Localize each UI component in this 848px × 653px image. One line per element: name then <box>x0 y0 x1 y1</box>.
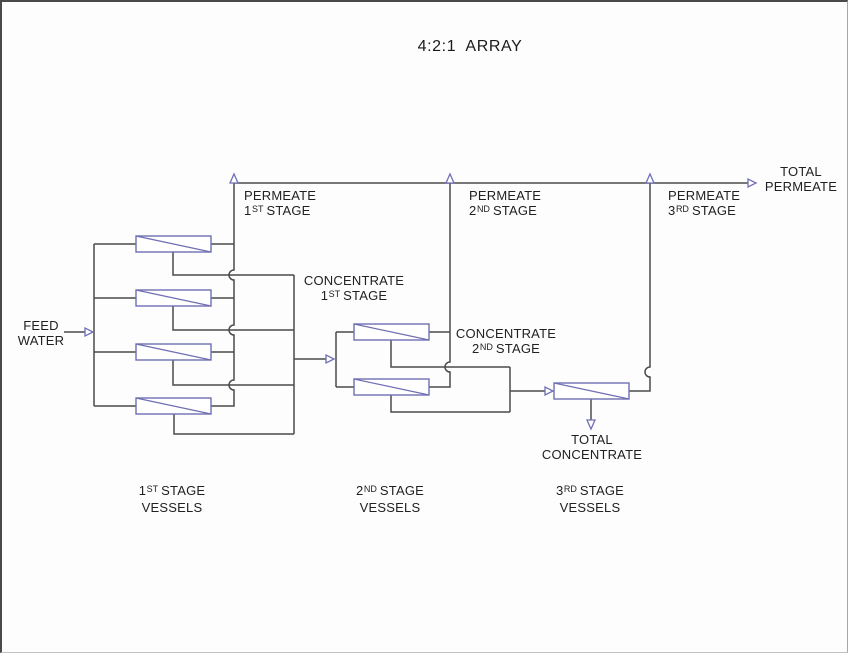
stage2-piping <box>335 183 545 413</box>
total-concentrate-line2: CONCENTRATE <box>541 447 643 462</box>
feed-arrow-icon <box>84 326 95 338</box>
permeate2-up-arrow-icon <box>444 172 456 184</box>
permeate1-line1: PERMEATE <box>244 188 317 203</box>
stage2-feed-manifold <box>335 331 354 388</box>
vessel-stage1-1-diagonal <box>135 235 212 253</box>
stage2-permeate-riser <box>429 183 451 388</box>
total-permeate-arrow-icon <box>747 177 758 189</box>
stage1-permeate-riser <box>211 183 235 407</box>
stage1-feed-branches <box>94 243 136 407</box>
stage3-vessels-line2: VESSELS <box>559 500 621 515</box>
total-concentrate-line1: TOTAL <box>571 432 613 447</box>
stage2-feed-arrow-icon <box>325 353 336 365</box>
vessel-stage2-2-diagonal <box>353 378 430 396</box>
stage2-vessels <box>353 323 430 396</box>
stage3-feed-arrow-icon <box>544 385 555 397</box>
concentrate2-line1: CONCENTRATE <box>455 326 557 341</box>
total-permeate-label: TOTAL PERMEATE <box>755 164 847 194</box>
stage3-permeate-riser <box>629 183 651 392</box>
stage1-concentrate-branches <box>172 252 294 435</box>
permeate3-up-arrow-icon <box>644 172 656 184</box>
total-concentrate-arrow-icon <box>585 419 597 431</box>
stage3-piping <box>590 183 651 420</box>
vessel-stage1-4-diagonal <box>135 397 212 415</box>
stage3-vessels <box>553 382 630 400</box>
permeate3-line1: PERMEATE <box>668 188 741 203</box>
flow-arrows <box>84 172 758 431</box>
feed-water-line2: WATER <box>17 333 65 348</box>
feed-water-line1: FEED <box>23 318 59 333</box>
total-concentrate-label: TOTAL CONCENTRATE <box>532 432 652 462</box>
stage1-piping <box>64 183 326 435</box>
stage2-vessels-line2: VESSELS <box>359 500 421 515</box>
vessel-stage2-1-diagonal <box>353 323 430 341</box>
total-permeate-line2: PERMEATE <box>764 179 838 194</box>
concentrate1-line1: CONCENTRATE <box>303 273 405 288</box>
vessel-stage3-1-diagonal <box>553 382 630 400</box>
diagram-title: 4:2:1 ARRAY <box>417 38 523 55</box>
stage2-concentrate-branches <box>390 340 510 413</box>
permeate2-line1: PERMEATE <box>469 188 542 203</box>
total-permeate-line1: TOTAL <box>780 164 822 179</box>
stage1-vessels-line2: VESSELS <box>141 500 203 515</box>
permeate1-up-arrow-icon <box>228 172 240 184</box>
stage1-permeate-branches <box>211 243 234 353</box>
vessel-stage1-3-diagonal <box>135 343 212 361</box>
vessel-stage1-2-diagonal <box>135 289 212 307</box>
feed-water-label: FEED WATER <box>6 318 76 348</box>
stage1-vessels <box>135 235 212 415</box>
